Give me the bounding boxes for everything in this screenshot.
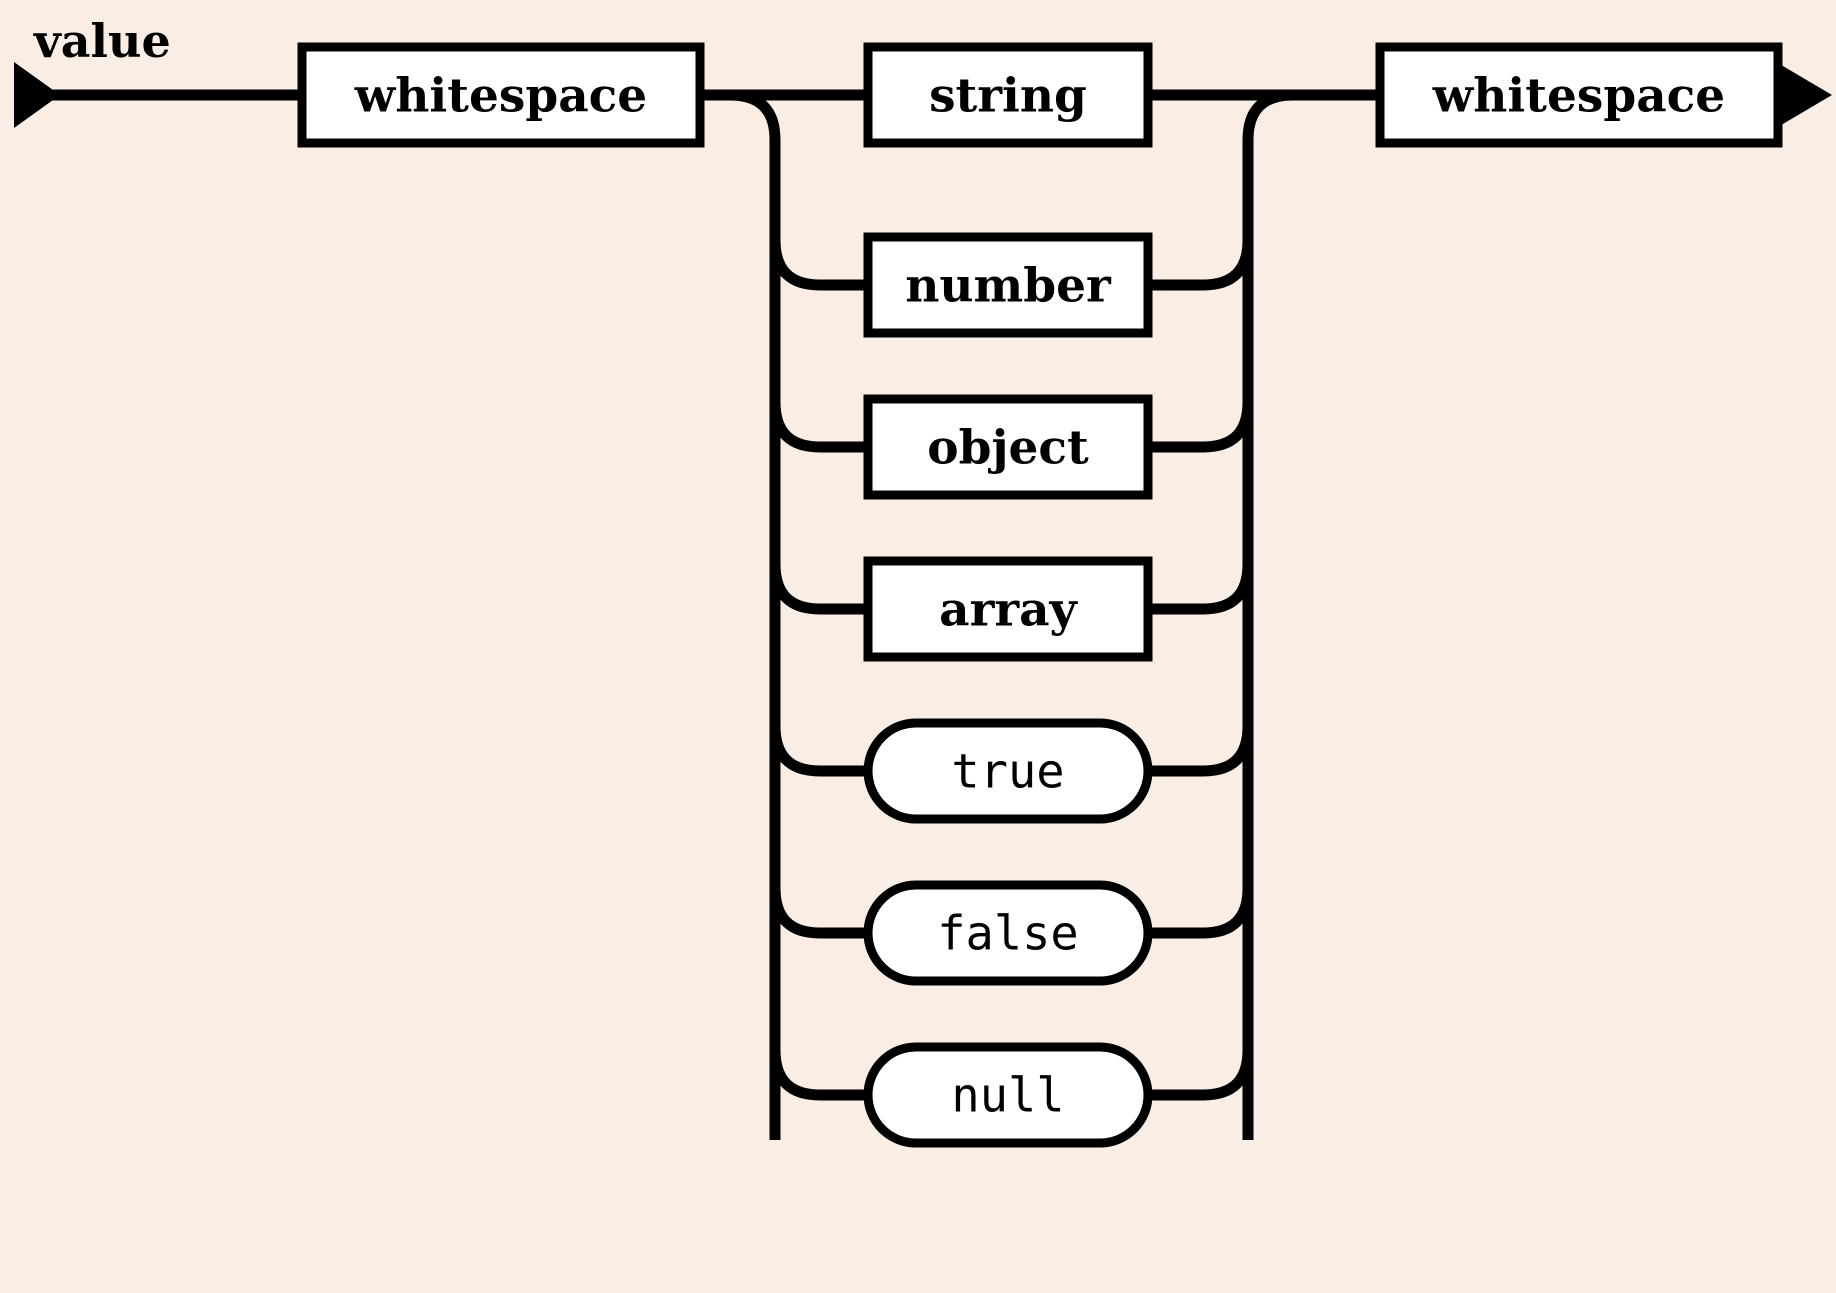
node-object[interactable]: object: [863, 394, 1153, 500]
string-box[interactable]: [863, 42, 1153, 148]
number-label: number: [905, 259, 1112, 314]
fork-connector-array: [769, 563, 868, 615]
rule-name-label: value: [33, 14, 171, 68]
fork-connector-object: [769, 401, 868, 453]
node-whitespace-left[interactable]: whitespace: [297, 42, 705, 148]
fork-connector-null: [769, 1049, 868, 1101]
merge-connector-false: [1148, 887, 1254, 939]
merge-connector-number: [1148, 239, 1254, 291]
exit-arrow-icon: [1776, 62, 1832, 128]
false-box[interactable]: [863, 880, 1153, 986]
null-box[interactable]: [863, 1042, 1153, 1148]
fork-connector-true: [769, 725, 868, 777]
node-string[interactable]: string: [863, 42, 1153, 148]
fork-connector-false: [769, 887, 868, 939]
fork-connector-number: [769, 239, 868, 291]
object-label: object: [927, 421, 1089, 476]
string-label: string: [929, 69, 1087, 124]
array-box[interactable]: [863, 556, 1153, 662]
whitespace-left-label: whitespace: [354, 69, 647, 124]
whitespace-right-box[interactable]: [1375, 42, 1783, 148]
whitespace-right-label: whitespace: [1432, 69, 1725, 124]
array-label: array: [939, 583, 1078, 638]
entry-arrow-icon: [14, 62, 60, 128]
object-box[interactable]: [863, 394, 1153, 500]
node-number[interactable]: number: [863, 232, 1153, 338]
node-false[interactable]: false: [863, 880, 1153, 986]
merge-connector-object: [1148, 401, 1254, 453]
merge-connector-true: [1148, 725, 1254, 777]
merge-connector-array: [1148, 563, 1254, 615]
merge-connector-null: [1148, 1049, 1254, 1101]
true-box[interactable]: [863, 718, 1153, 824]
node-whitespace-right[interactable]: whitespace: [1375, 42, 1783, 148]
node-null[interactable]: null: [863, 1042, 1153, 1148]
null-label: null: [951, 1069, 1064, 1124]
node-true[interactable]: true: [863, 718, 1153, 824]
number-box[interactable]: [863, 232, 1153, 338]
fork-spine-left: [729, 89, 781, 1140]
true-label: true: [951, 745, 1064, 800]
false-label: false: [937, 907, 1078, 962]
node-array[interactable]: array: [863, 556, 1153, 662]
